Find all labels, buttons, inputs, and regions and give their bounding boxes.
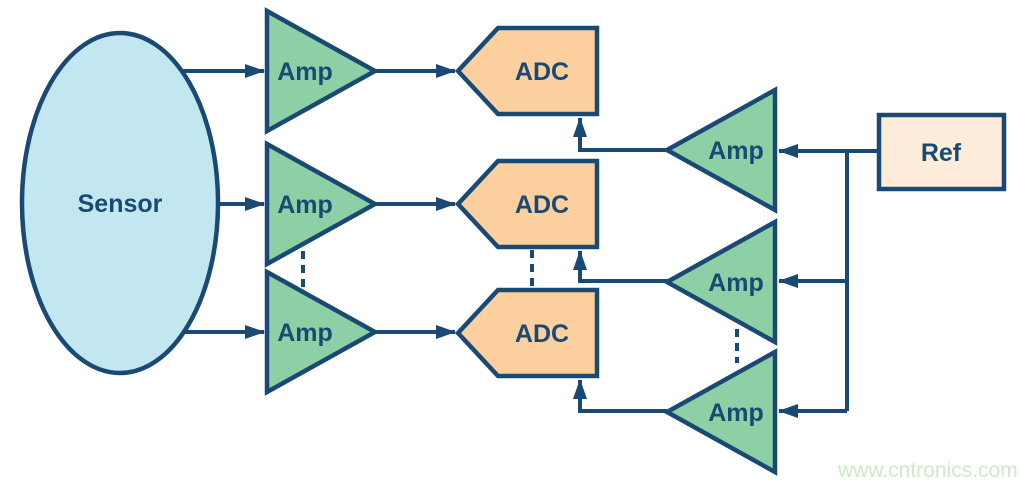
amp-right-3-node: Amp: [662, 348, 778, 476]
amp-left-1-label: Amp: [277, 58, 333, 86]
amp-right-1-label: Amp: [708, 137, 764, 165]
amp-right-2-triangle: [662, 218, 778, 346]
amp-left-2-triangle: [264, 140, 380, 268]
amp-right-2-node: Amp: [662, 218, 778, 346]
adc-1-label: ADC: [515, 58, 569, 86]
arrow-refamp3-to-adc3: [573, 379, 667, 413]
amp-left-2-node: Amp: [264, 140, 380, 268]
adc-3-label: ADC: [515, 320, 569, 348]
amp-left-3-triangle: [264, 268, 380, 396]
adc-3-node: ADC: [454, 287, 600, 379]
amp-right-1-node: Amp: [662, 86, 778, 214]
ref-label: Ref: [921, 139, 962, 167]
adc-2-label: ADC: [515, 191, 569, 219]
arrow-refamp2-to-adc2: [573, 250, 668, 283]
watermark: www.cntronics.com: [837, 459, 1018, 482]
amp-left-2-label: Amp: [277, 191, 333, 219]
adc-2-pentagon: [454, 158, 600, 250]
wires: [182, 64, 879, 418]
amp-right-1-triangle: [662, 86, 778, 214]
amp-left-3-node: Amp: [264, 268, 380, 396]
ref-rectangle: [876, 112, 1007, 192]
amp-right-2-label: Amp: [708, 269, 764, 297]
amp-left-3-label: Amp: [277, 319, 333, 347]
adc-3-pentagon: [454, 287, 600, 379]
sensor-ellipse: [19, 30, 221, 376]
arrow-refamp1-to-adc1: [573, 117, 667, 152]
amp-right-3-triangle: [662, 348, 778, 476]
ref-node: Ref: [876, 112, 1007, 192]
amp-left-1-triangle: [264, 7, 380, 135]
amp-right-3-label: Amp: [708, 399, 764, 427]
sensor-node: Sensor: [19, 30, 221, 376]
sensor-label: Sensor: [78, 190, 163, 218]
adc-1-node: ADC: [454, 25, 600, 117]
adc-2-node: ADC: [454, 158, 600, 250]
amp-left-1-node: Amp: [264, 7, 380, 135]
adc-1-pentagon: [454, 25, 600, 117]
